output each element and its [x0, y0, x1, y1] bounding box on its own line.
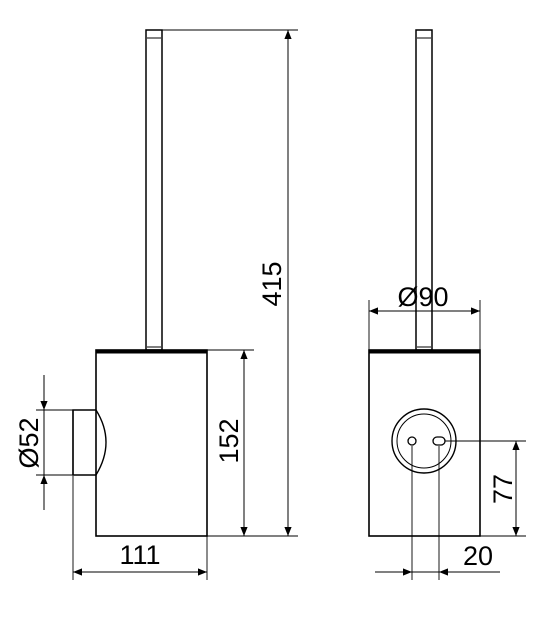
side-view — [36, 29, 298, 580]
front-holder-body — [368, 349, 481, 537]
label-holder-diameter: Ø52 — [14, 417, 44, 468]
label-body-height: 152 — [214, 418, 244, 463]
side-holder-body — [95, 349, 208, 537]
front-view — [368, 29, 526, 580]
side-wall-mount — [72, 409, 107, 476]
side-brush-handle — [145, 29, 163, 351]
screw-hole-left — [407, 436, 417, 446]
label-mount-height: 77 — [488, 474, 518, 504]
label-total-height: 415 — [257, 261, 287, 306]
label-body-width: 111 — [119, 540, 160, 570]
label-plate-diameter: Ø90 — [397, 282, 448, 312]
label-mount-offset: 20 — [463, 541, 493, 571]
